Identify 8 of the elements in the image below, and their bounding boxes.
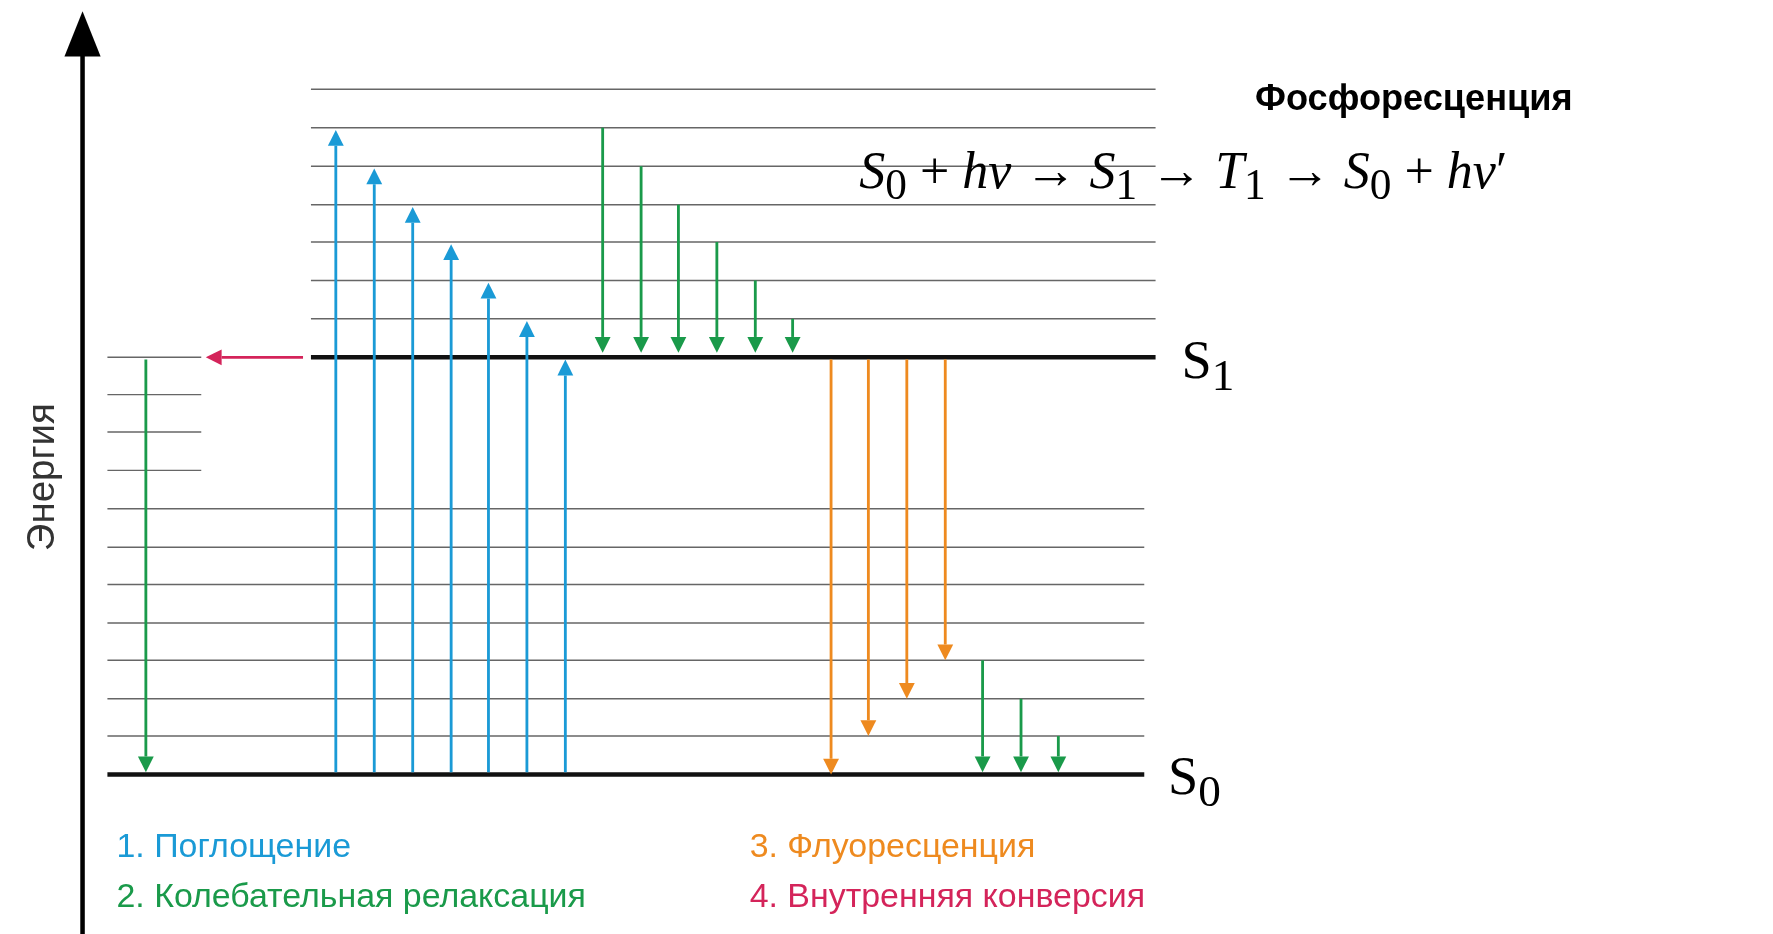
legend-entry: 1. Поглощение	[116, 828, 352, 863]
level-label: S$_{1}$	[1181, 332, 1235, 398]
legend-entry: 4. Внутренняя конверсия	[749, 878, 1146, 913]
title: Фосфоресценция	[1255, 79, 1573, 116]
level-label: S$_{0}$	[1168, 748, 1221, 814]
legend-entry: 2. Колебательная релаксация	[116, 878, 586, 913]
legend-entry: 3. Флуоресценция	[749, 828, 1036, 863]
axis-label: Энергия	[20, 403, 60, 552]
